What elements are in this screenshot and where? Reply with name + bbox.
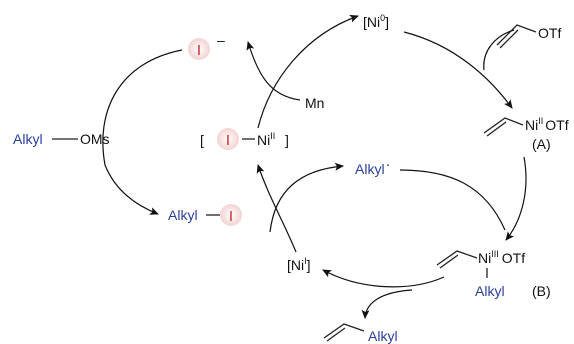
svg-text:OTf: OTf xyxy=(538,25,561,41)
svg-text:I: I xyxy=(197,42,201,59)
svg-text:Alkyl·: Alkyl· xyxy=(355,156,390,177)
iodine-highlight xyxy=(220,204,242,226)
arrow-ni1-to-nickel-ii xyxy=(256,164,297,253)
label-b: (B) xyxy=(532,283,551,299)
svg-text:[NiI]: [NiI] xyxy=(287,256,311,273)
svg-text:OMs: OMs xyxy=(80,131,110,147)
arrow-vinyl-triflate-in xyxy=(483,29,515,71)
alkyl-mesylate: Alkyl OMs xyxy=(13,131,110,147)
svg-text:I: I xyxy=(226,132,230,149)
arrow-iodide-to-alkyl-iodide xyxy=(102,49,183,215)
label-a: (A) xyxy=(532,136,551,152)
iodine-highlight xyxy=(188,38,210,60)
svg-text:]: ] xyxy=(285,132,289,148)
alkyl-iodide: Alkyl I xyxy=(168,204,242,226)
alkene-product: Alkyl xyxy=(323,323,398,344)
arrow-radical-capture xyxy=(399,169,506,231)
svg-text:NiII: NiII xyxy=(257,131,275,148)
ni1-species: [NiI] xyxy=(287,256,311,273)
arrow-nickel-ii-to-ni0 xyxy=(257,14,359,129)
manganese-reductant: Mn xyxy=(305,95,324,111)
svg-text:Alkyl: Alkyl xyxy=(13,131,43,147)
vinyl-triflate: OTf xyxy=(496,24,561,49)
arrow-radical-generation xyxy=(269,162,344,233)
svg-text:–: – xyxy=(217,32,225,48)
arrow-ni0-to-nickel-ii xyxy=(403,31,513,109)
arrow-a-to-b xyxy=(505,156,527,241)
ni0-species: [Ni0] xyxy=(363,13,389,30)
svg-text:[: [ xyxy=(200,132,204,148)
svg-text:Alkyl: Alkyl xyxy=(475,283,505,299)
arrow-product-release xyxy=(361,289,413,319)
svg-text:Alkyl: Alkyl xyxy=(168,207,198,223)
svg-text:I: I xyxy=(229,208,233,225)
arrow-b-to-ni1 xyxy=(322,269,445,288)
nickel-ii-iodide: [ I NiII ] xyxy=(200,128,289,150)
svg-text:Alkyl: Alkyl xyxy=(368,328,398,344)
svg-text:[Ni0]: [Ni0] xyxy=(363,13,389,30)
alkyl-radical: Alkyl· xyxy=(355,156,390,177)
iodine-highlight xyxy=(217,128,239,150)
arrow-iodide-release xyxy=(246,41,301,101)
iodide-anion: I – xyxy=(188,32,225,60)
